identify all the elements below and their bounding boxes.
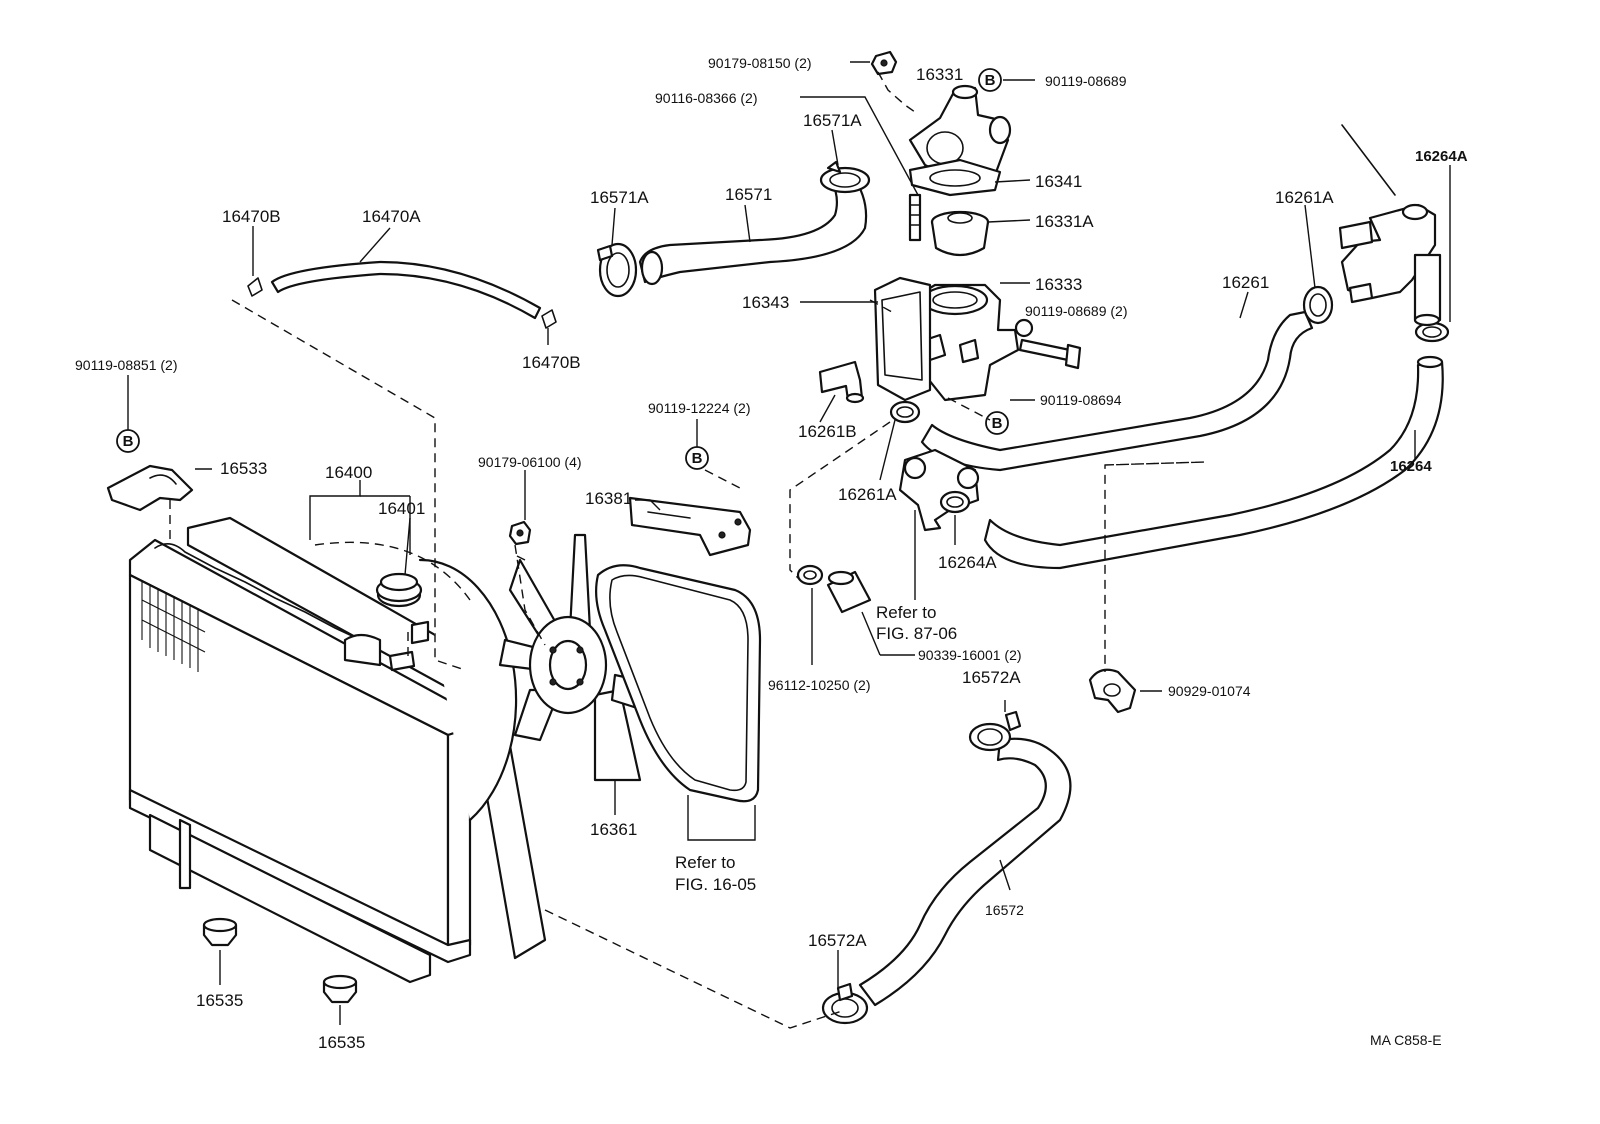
- bolt-90119-08689-2: [1014, 318, 1082, 370]
- clamp-16261A-top: [1302, 285, 1334, 325]
- label-16261A-top: 16261A: [1275, 188, 1334, 207]
- clip-96112-10250: [796, 564, 824, 586]
- hose-16470A: [270, 260, 542, 320]
- label-90119-08689-2: 90119-08689 (2): [1025, 303, 1127, 319]
- water-inlet-16331: [908, 84, 1012, 184]
- label-16535-a: 16535: [196, 991, 243, 1010]
- label-16572: 16572: [985, 902, 1024, 918]
- water-bypass-pipe: [898, 448, 980, 532]
- svg-text:B: B: [123, 433, 134, 450]
- label-16381: 16381: [585, 489, 632, 508]
- clip-16470B-top: [247, 277, 263, 297]
- clamp-16572A-bottom: [821, 982, 869, 1025]
- label-16261B: 16261B: [798, 422, 857, 441]
- hose-16264: [983, 355, 1444, 570]
- clamp-16264A-mid: [939, 490, 971, 514]
- clamp-16261A-mid: [889, 400, 921, 424]
- fan-belt: [595, 564, 762, 803]
- leader-lines: [127, 61, 1451, 1025]
- stud-90116-08366: [908, 193, 922, 242]
- label-refer-87-line2: FIG. 87-06: [876, 624, 957, 643]
- label-90119-08694: 90119-08694: [1040, 392, 1122, 408]
- label-16571A-top: 16571A: [803, 111, 862, 130]
- bracket-16381: [628, 496, 752, 557]
- label-90119-08689-top: 90119-08689: [1045, 73, 1127, 89]
- label-16361: 16361: [590, 820, 637, 839]
- radiator-16400: [128, 516, 547, 984]
- clamp-16572A-top: [968, 710, 1022, 752]
- hose-90339-16001: [826, 570, 872, 614]
- svg-text:B: B: [692, 450, 703, 467]
- label-16264A-top: 16264A: [1415, 148, 1468, 165]
- label-16533: 16533: [220, 459, 267, 478]
- label-16572A-top: 16572A: [962, 668, 1021, 687]
- clamp-16264A-top: [1414, 321, 1450, 343]
- label-16331: 16331: [916, 65, 963, 84]
- label-16341: 16341: [1035, 172, 1082, 191]
- label-16401: 16401: [378, 499, 425, 518]
- svg-text:B: B: [985, 72, 996, 89]
- radiator-cap-16401: [375, 572, 423, 603]
- label-16264: 16264: [1390, 458, 1432, 475]
- label-90179-08150: 90179-08150 (2): [708, 55, 812, 71]
- label-90116-08366: 90116-08366 (2): [655, 90, 757, 106]
- clamp-16571A-top: [819, 160, 871, 194]
- pipe-16261B: [818, 360, 865, 404]
- label-16470B-top: 16470B: [222, 207, 281, 226]
- label-16261: 16261: [1222, 273, 1269, 292]
- badge-b-16533: B: [116, 429, 140, 453]
- water-outlet-pipe: [1338, 124, 1442, 327]
- label-16572A-bottom: 16572A: [808, 931, 867, 950]
- nut-90179-08150: [870, 50, 898, 76]
- radiator-core-hatch: [141, 580, 206, 672]
- label-refer-16-line1: Refer to: [675, 853, 735, 872]
- fan-shroud-outline: [314, 541, 471, 601]
- dashed-lines: [169, 71, 1206, 1029]
- thermostat-16331A: [930, 210, 990, 257]
- part-labels: 90179-08150 (2) 16331 90119-08689 90116-…: [75, 55, 1468, 1052]
- label-refer-16-line2: FIG. 16-05: [675, 875, 756, 894]
- label-16343: 16343: [742, 293, 789, 312]
- cushion-16535-b: [322, 974, 358, 1004]
- label-96112-10250: 96112-10250 (2): [768, 677, 870, 693]
- label-16261A-mid: 16261A: [838, 485, 897, 504]
- clip-16470B-bottom: [541, 309, 557, 329]
- label-16333: 16333: [1035, 275, 1082, 294]
- label-16400: 16400: [325, 463, 372, 482]
- support-16533: [106, 464, 194, 512]
- label-90179-06100: 90179-06100 (4): [478, 454, 582, 470]
- label-16331A: 16331A: [1035, 212, 1094, 231]
- hose-16572: [858, 737, 1072, 1007]
- gasket-16343: [873, 276, 932, 402]
- hose-16261: [920, 310, 1314, 472]
- nut-90179-06100: [508, 520, 532, 546]
- clamp-90929-01074: [1088, 668, 1137, 714]
- badge-b-thermostat: B: [978, 68, 1002, 92]
- label-90119-12224: 90119-12224 (2): [648, 400, 750, 416]
- label-90119-08851: 90119-08851 (2): [75, 357, 177, 373]
- cushion-16535-a: [202, 917, 238, 947]
- badge-b-housing: B: [985, 411, 1009, 435]
- label-90339-16001: 90339-16001 (2): [918, 647, 1022, 663]
- label-16571A-left: 16571A: [590, 188, 649, 207]
- label-refer-87-line1: Refer to: [876, 603, 936, 622]
- clamp-16571A-left: [596, 242, 638, 298]
- label-16535-b: 16535: [318, 1033, 365, 1052]
- label-90929-01074: 90929-01074: [1168, 683, 1251, 699]
- svg-text:B: B: [992, 415, 1003, 432]
- label-16470B-bottom: 16470B: [522, 353, 581, 372]
- label-16470A: 16470A: [362, 207, 421, 226]
- badge-b-fan-bracket: B: [685, 446, 709, 470]
- label-diagram-code: MA C858-E: [1370, 1032, 1442, 1048]
- label-16264A-mid: 16264A: [938, 553, 997, 572]
- label-16571: 16571: [725, 185, 772, 204]
